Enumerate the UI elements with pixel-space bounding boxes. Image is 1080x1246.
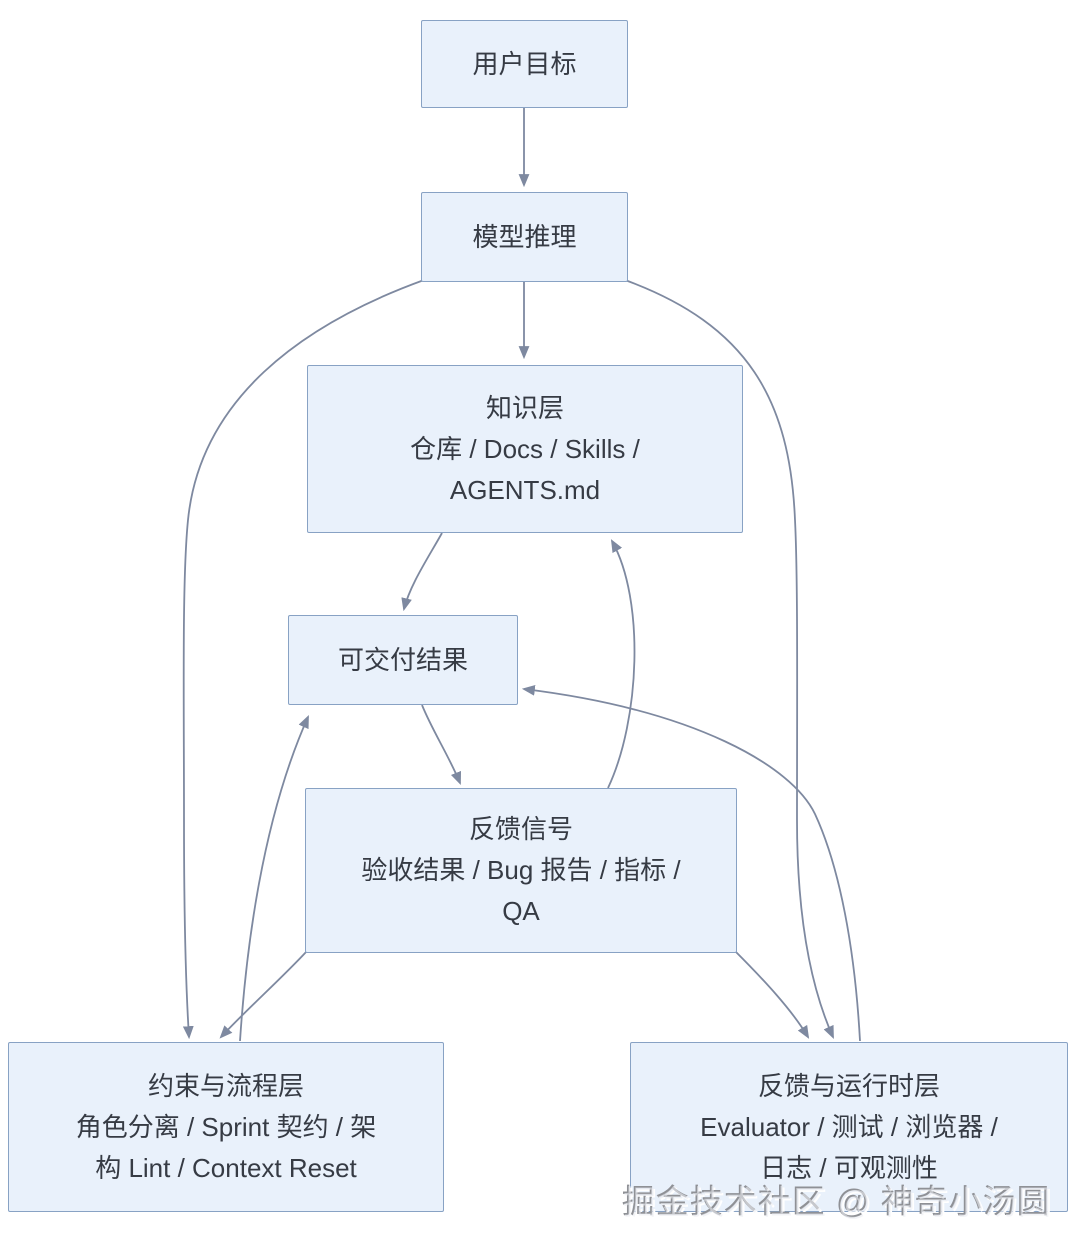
node-feedback-signals-detail-2: QA [502, 896, 540, 926]
node-knowledge-layer-detail-1: 仓库 / Docs / Skills / [410, 433, 640, 464]
edge-knowledge-layer-to-deliverable [401, 532, 443, 612]
node-feedback-runtime-layer: 反馈与运行时层 Evaluator / 测试 / 浏览器 / 日志 / 可观测性 [630, 1042, 1068, 1212]
node-feedback-signals-title: 反馈信号 [468, 814, 573, 844]
edge-deliverable-to-feedback-signals [421, 704, 462, 786]
edge-feedback-signals-to-feedback-runtime-layer [734, 950, 810, 1039]
node-model-reasoning-label: 模型推理 [472, 221, 577, 252]
node-user-goal: 用户目标 [421, 20, 628, 108]
node-constraints-process-layer-title: 约束与流程层 [147, 1070, 304, 1101]
node-constraints-process-layer-detail-2: 构 Lint / Context Reset [95, 1152, 357, 1183]
node-knowledge-layer: 知识层 仓库 / Docs / Skills / AGENTS.md [307, 365, 743, 533]
node-knowledge-layer-title: 知识层 [485, 392, 564, 423]
node-knowledge-layer-detail-2: AGENTS.md [449, 474, 601, 505]
node-feedback-runtime-layer-detail-1: Evaluator / 测试 / 浏览器 / [700, 1111, 998, 1142]
node-constraints-process-layer: 约束与流程层 角色分离 / Sprint 契约 / 架 构 Lint / Con… [8, 1042, 444, 1212]
node-constraints-process-layer-detail-1: 角色分离 / Sprint 契约 / 架 [75, 1111, 377, 1142]
edge-constraints-layer-to-deliverable [239, 715, 309, 1042]
node-feedback-signals-detail-1: 验收结果 / Bug 报告 / 指标 / [361, 855, 681, 885]
node-user-goal-label: 用户目标 [472, 48, 577, 79]
edge-model-reasoning-to-constraints-layer [182, 279, 425, 1040]
node-feedback-runtime-layer-detail-2: 日志 / 可观测性 [760, 1152, 938, 1183]
edge-feedback-runtime-layer-to-deliverable [521, 684, 861, 1042]
node-deliverable: 可交付结果 [288, 615, 518, 705]
node-deliverable-label: 可交付结果 [337, 644, 468, 675]
node-feedback-runtime-layer-title: 反馈与运行时层 [757, 1070, 940, 1101]
edge-feedback-signals-to-constraints-layer [219, 950, 308, 1039]
node-model-reasoning: 模型推理 [421, 192, 628, 282]
node-feedback-signals: 反馈信号 验收结果 / Bug 报告 / 指标 / QA [305, 788, 737, 953]
edge-feedback-signals-to-knowledge-layer [607, 539, 636, 789]
watermark: 掘金技术社区 @ 神奇小汤圆 [623, 1184, 1052, 1221]
edge-model-reasoning-to-feedback-runtime-layer [624, 279, 834, 1039]
